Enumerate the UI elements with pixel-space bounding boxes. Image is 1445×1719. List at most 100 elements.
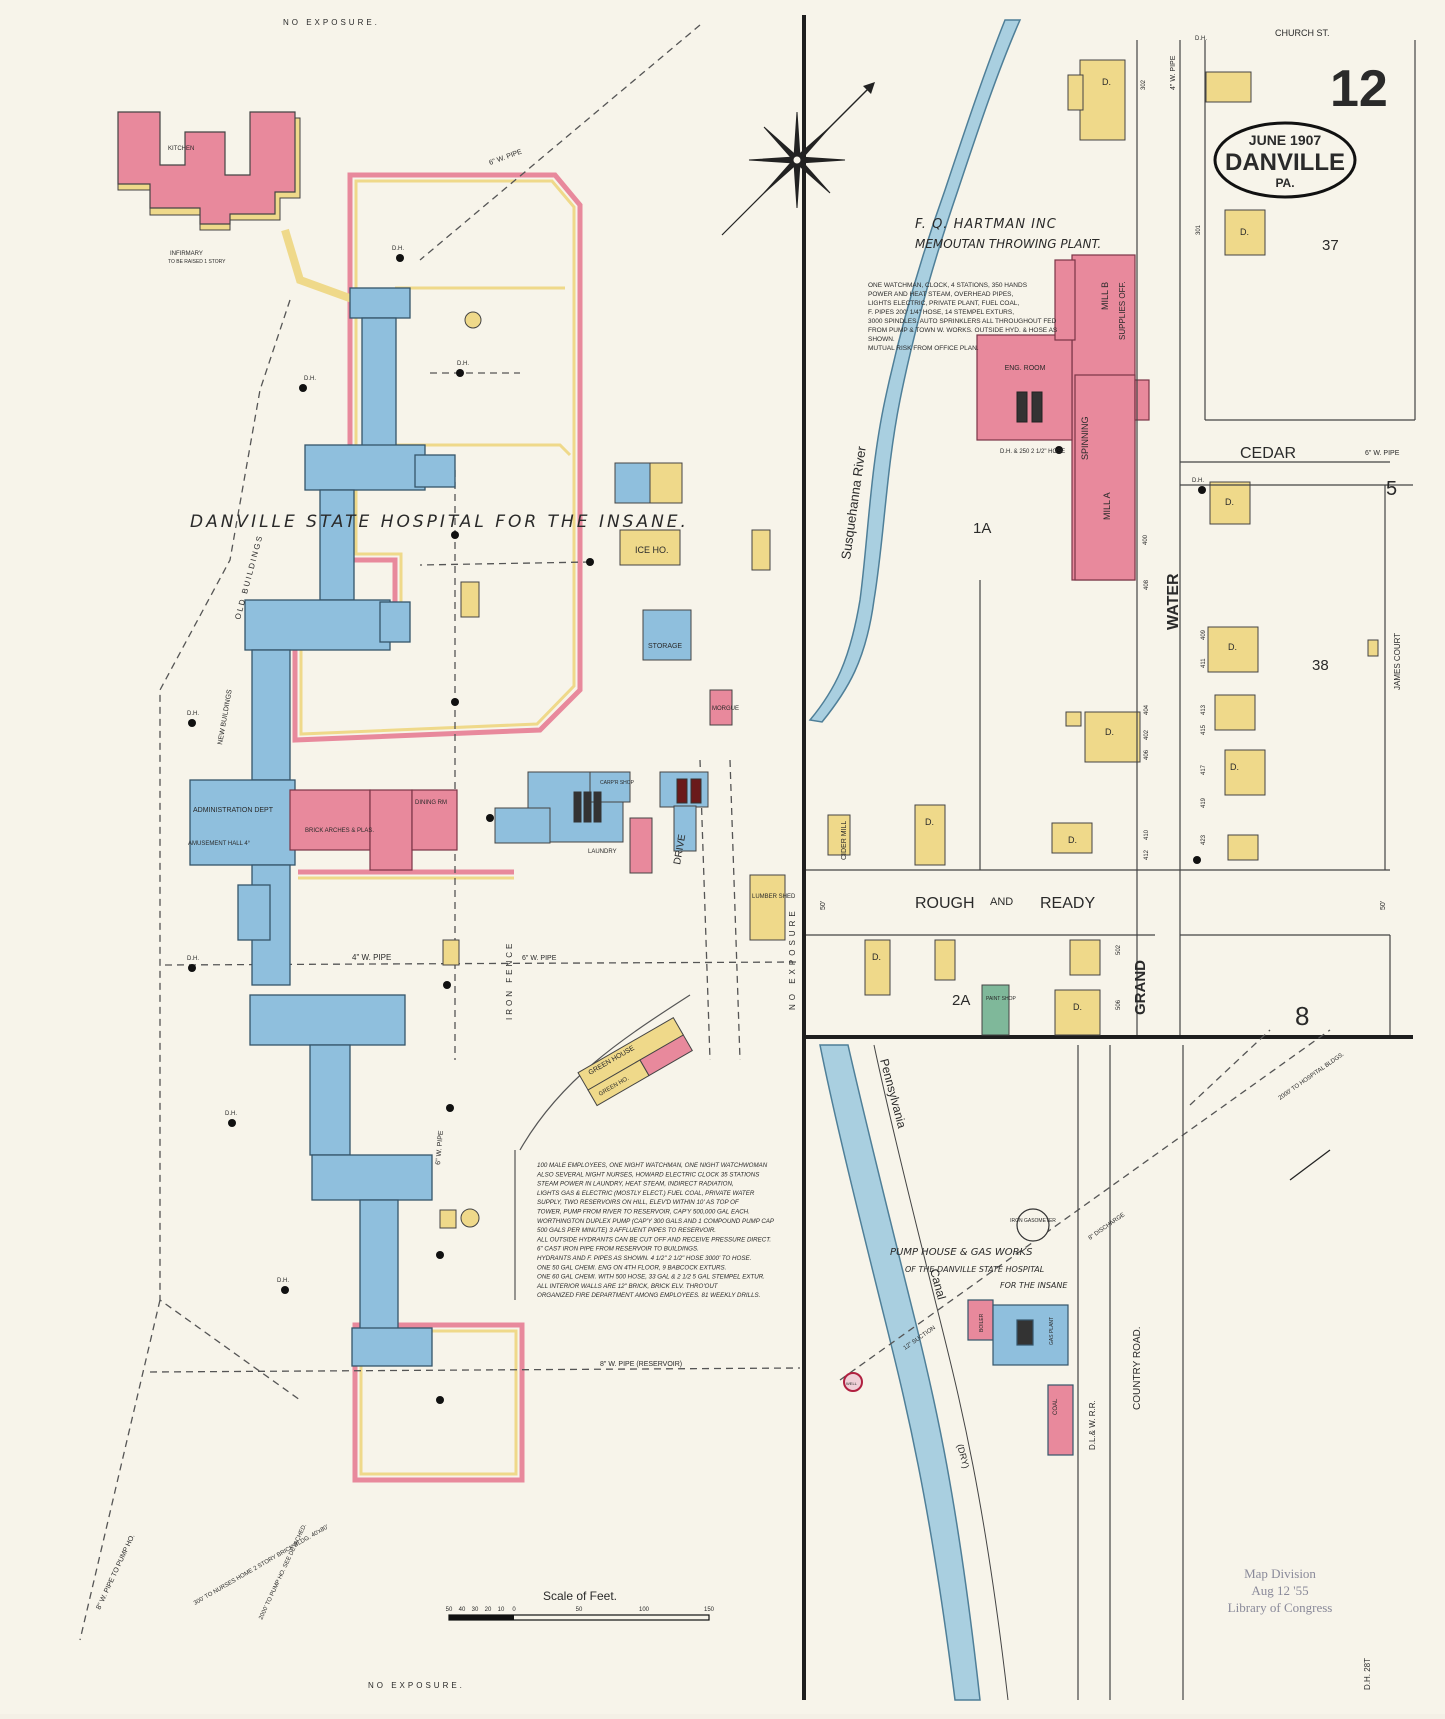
mill-stair <box>1134 379 1150 421</box>
reservoir-enclosure-south-inner <box>359 1329 518 1476</box>
block-38: 38 <box>1312 657 1329 674</box>
church-street: CHURCH ST. <box>1275 28 1330 38</box>
gas-plant-label: GAS PLANT <box>1049 1317 1055 1345</box>
house-number: 506 <box>1116 999 1122 1010</box>
block-37: 37 <box>1322 237 1339 254</box>
scale-tick-label: 150 <box>704 1607 715 1613</box>
hospital-note-line: ALL INTERIOR WALLS ARE 12" BRICK, BRICK … <box>536 1283 719 1290</box>
hydrant-label: D.H. <box>304 376 316 382</box>
grounds-outline-west <box>159 299 301 1401</box>
rough-street: ROUGH <box>915 895 975 912</box>
house-number: 417 <box>1201 764 1207 775</box>
hospital-note-line: 100 MALE EMPLOYEES, ONE NIGHT WATCHMAN, … <box>537 1162 768 1169</box>
dwelling-label: D. <box>872 952 881 962</box>
exposure-top: NO EXPOSURE. <box>283 18 380 27</box>
hartman-mill <box>976 254 1150 581</box>
mill-b-annex <box>1054 259 1076 341</box>
greenhouses <box>577 1016 693 1107</box>
dwelling-label: D. <box>1102 77 1111 87</box>
iron-fence-label: IRON FENCE <box>505 941 514 1020</box>
hospital-title: DANVILLE STATE HOSPITAL FOR THE INSANE. <box>190 512 689 532</box>
house-number: 423 <box>1201 834 1207 845</box>
hospital-note-line: 500 GALS PER MINUTE) 3 AFFLUENT PIPES TO… <box>537 1227 716 1234</box>
laundry-label: LAUNDRY <box>588 849 617 855</box>
hydrant-label: D.H. <box>277 1278 289 1284</box>
mill-a-label: MILL A <box>1102 492 1112 520</box>
supplies-label: SUPPLIES OFF. <box>1118 281 1127 340</box>
lumber-label: LUMBER SHED <box>752 894 796 900</box>
morgue-label: MORGUE <box>712 706 739 712</box>
scale-tick-label: 50 <box>446 1607 453 1613</box>
hospital-note-line: SUPPLY, TWO RESERVOIRS ON HILL, ELEV'D W… <box>537 1199 740 1206</box>
block-2a: 2A <box>952 992 970 1009</box>
hospital-main-building <box>189 287 456 1367</box>
wing-4-cross <box>249 994 406 1046</box>
exposure-bottom: NO EXPOSURE. <box>368 1681 465 1690</box>
reservoir-enclosure-outer <box>292 172 583 743</box>
mill-a <box>1074 374 1136 581</box>
dwelling-label: D. <box>1230 762 1239 772</box>
hospital-note-line: HYDRANTS AND F. PIPES AS SHOWN. 4 1/2" 2… <box>537 1255 751 1262</box>
house-number: 301 <box>1196 224 1202 235</box>
scale-tick-label: 30 <box>472 1607 479 1613</box>
infirmary-building <box>117 111 357 304</box>
boiler-label: BOILER <box>979 1313 985 1332</box>
country-road: COUNTRY ROAD. <box>1132 1326 1143 1410</box>
house-number: 409 <box>1201 629 1207 640</box>
house-number: 413 <box>1201 704 1207 715</box>
scale-tick-label: 0 <box>512 1607 516 1613</box>
house-number: 50' <box>820 901 827 910</box>
hospital-note-line: ONE 50 GAL CHEMI. ENG ON 4TH FLOOR, 9 BA… <box>537 1264 726 1271</box>
infirmary-note: TO BE RAISED 1 STORY <box>168 259 226 265</box>
lumber-shed <box>749 874 786 941</box>
mill-boilers <box>1016 391 1043 423</box>
plant-note-line: F. PIPES 200' 1/4" HOSE, 14 STEMPEL EXTU… <box>868 309 1014 316</box>
hydrant-label: D.H. <box>1195 36 1207 42</box>
pipe-6in-vert-label: 6" W. PIPE <box>435 1130 445 1165</box>
pump-house-line1: PUMP HOUSE & GAS WORKS <box>890 1247 1033 1258</box>
water-pipe-label: 4" W. PIPE <box>1170 55 1177 90</box>
reservoir-tank <box>464 311 482 329</box>
pump-house-line2: OF THE DANVILLE STATE HOSPITAL <box>905 1265 1044 1274</box>
water-street: WATER <box>1165 573 1182 630</box>
hydrant-label: D.H. <box>225 1111 237 1117</box>
ice-house-label: ICE HO. <box>635 545 669 555</box>
coal-label: COAL <box>1053 1398 1059 1415</box>
plant-note-line: 3000 SPINDLES. AUTO SPRINKLERS ALL THROU… <box>868 318 1057 325</box>
hospital-note-line: ONE 60 GAL CHEMI. WITH 500 HOSE, 33 GAL … <box>537 1274 765 1281</box>
plant-note-line: LIGHTS ELECTRIC, PRIVATE PLANT, FUEL COA… <box>868 300 1019 307</box>
wing-north <box>361 317 397 449</box>
north-arrow-lower <box>1289 1149 1331 1181</box>
cartouche-date: JUNE 1907 <box>1249 132 1322 148</box>
laundry-annex <box>494 807 551 844</box>
block-1a: 1A <box>973 520 991 537</box>
scale-tick-label: 50 <box>576 1607 583 1613</box>
pipe-4in <box>164 961 801 966</box>
house-number: 406 <box>1144 749 1150 760</box>
plant-note-line: ONE WATCHMAN, CLOCK, 4 STATIONS, 350 HAN… <box>868 282 1028 289</box>
well-label: WELL <box>846 1381 858 1386</box>
enclosure-cross-walls <box>395 286 572 457</box>
james-court: JAMES COURT <box>1393 633 1402 690</box>
house-number: 302 <box>1141 79 1147 90</box>
hydrant-label: D.H. <box>187 711 199 717</box>
hospital-note-line: ALSO SEVERAL NIGHT NURSES, HOWARD ELECTR… <box>536 1171 760 1178</box>
wing-2-cross <box>304 444 426 491</box>
house-number: 410 <box>1144 829 1150 840</box>
corridor-b <box>251 649 291 781</box>
ice-house <box>619 529 681 566</box>
plant-note-line: FROM PUMP & TOWN W. WORKS. OUTSIDE HYD. … <box>868 327 1058 334</box>
hydrant-label: D.H. <box>1192 478 1204 484</box>
house-number: 411 <box>1201 658 1207 668</box>
administration-block <box>189 779 296 866</box>
infirmary-label: INFIRMARY <box>170 251 203 257</box>
well <box>843 1372 863 1392</box>
sheet-number: 12 <box>1330 60 1388 118</box>
compass-rose <box>721 82 875 236</box>
pipe-lines <box>79 24 1331 1641</box>
drive-east <box>729 759 741 1061</box>
morgue <box>709 689 733 726</box>
plant-note-line: MUTUAL RISK FROM OFFICE PLAN. <box>868 345 979 352</box>
